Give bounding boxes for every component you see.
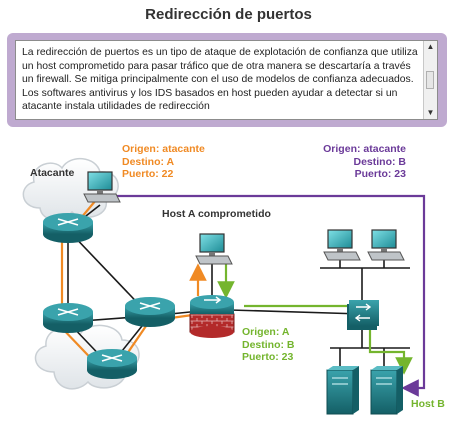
orange-source: Origen: atacante [122,143,205,155]
orange-flow-label: Origen: atacante Destino: A Puerto: 22 [122,143,205,181]
purple-source: Origen: atacante [323,143,406,155]
green-port: Puerto: 23 [242,351,294,363]
scroll-thumb[interactable] [426,71,434,89]
switch-icon [347,300,379,330]
purple-destination: Destino: B [353,155,407,168]
host-a-pc-icon [195,233,233,265]
green-flow-label: Origen: A Destino: B Puerto: 23 [242,326,295,364]
description-panel: La redirección de puertos es un tipo de … [7,33,447,127]
page-title: Redirección de puertos [145,6,312,23]
scrollbar[interactable]: ▲ ▼ [423,41,437,119]
green-destination: Destino: B [242,338,295,351]
router-icon [43,213,93,243]
host-b-label: Host B [411,398,445,410]
attacker-pc-icon [83,171,121,203]
purple-port: Puerto: 23 [354,168,406,180]
purple-flow-path [116,194,426,397]
lan-pc-icon [367,229,405,261]
green-flow-path [217,262,413,375]
server-icon [326,366,359,415]
description-textbox[interactable]: La redirección de puertos es un tipo de … [15,40,438,120]
router-icon [43,303,93,333]
router-icon [125,297,175,327]
green-source: Origen: A [242,326,290,338]
purple-flow-label: Origen: atacante Destino: B Puerto: 23 [300,143,406,181]
router-icon [87,349,137,379]
firewall-icon [189,295,235,338]
orange-port: Puerto: 22 [122,168,174,180]
scroll-down-arrow-icon[interactable]: ▼ [426,108,435,117]
host-b-server-icon [370,366,403,415]
scroll-up-arrow-icon[interactable]: ▲ [426,42,435,51]
orange-destination: Destino: A [122,155,175,168]
lan-pc-icon [323,229,361,261]
description-text: La redirección de puertos es un tipo de … [22,47,418,112]
attacker-label: Atacante [30,167,75,179]
host-a-label: Host A comprometido [162,208,271,220]
